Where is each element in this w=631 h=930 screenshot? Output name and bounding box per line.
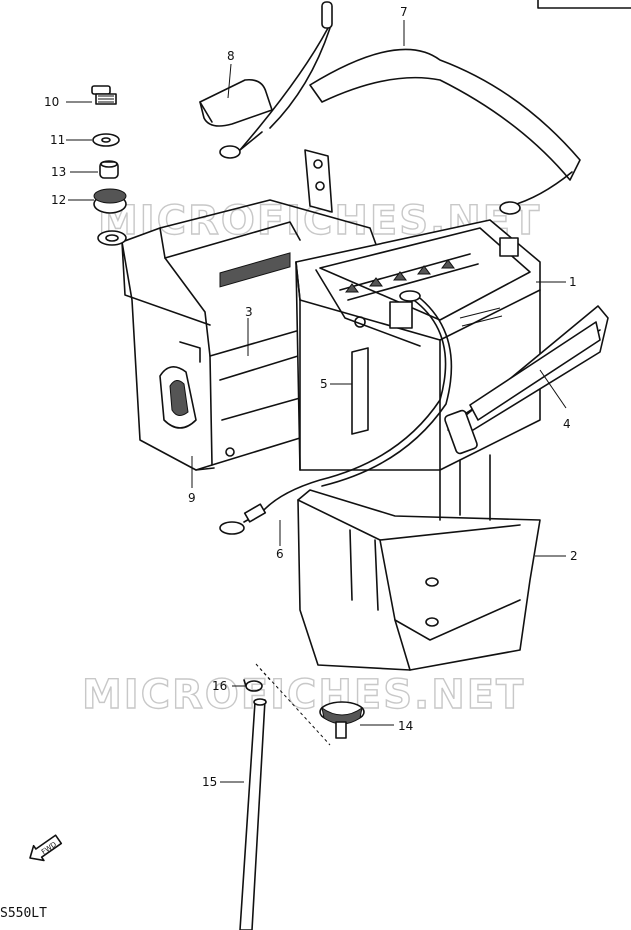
leader-lines — [66, 20, 567, 783]
callout-15: 15 — [202, 775, 217, 789]
battery — [295, 219, 541, 471]
cushion — [93, 188, 127, 214]
front-arrow-icon: FWD — [29, 834, 63, 862]
watermark-bottom: MICROFICHES.NET — [82, 672, 525, 718]
callout-6: 6 — [276, 547, 284, 561]
callout-5: 5 — [320, 377, 328, 391]
callout-14: 14 — [398, 719, 413, 733]
battery-lead-wire-top — [219, 1, 581, 215]
breather-hose — [239, 698, 267, 930]
damper — [319, 701, 365, 739]
battery-band — [444, 305, 609, 455]
callout-7: 7 — [400, 5, 408, 19]
callout-9: 9 — [188, 491, 196, 505]
collar — [99, 160, 119, 179]
diagram-code: S550LT — [0, 906, 47, 921]
battery-holder-bracket — [97, 149, 379, 471]
callout-2: 2 — [570, 549, 578, 563]
battery-case — [297, 454, 541, 671]
callout-3: 3 — [245, 305, 253, 319]
bolt — [91, 85, 117, 105]
assembly-guide-line — [255, 663, 331, 746]
callout-4: 4 — [563, 417, 571, 431]
callout-1: 1 — [569, 275, 577, 289]
callout-10: 10 — [44, 95, 59, 109]
terminal-cap — [199, 78, 273, 127]
washer — [92, 133, 120, 147]
callout-16: 16 — [212, 679, 227, 693]
callout-8: 8 — [227, 49, 235, 63]
frame-corner — [537, 0, 631, 9]
callout-13: 13 — [51, 165, 66, 179]
callout-12: 12 — [51, 193, 66, 207]
callout-11: 11 — [50, 133, 65, 147]
battery-lead-wire-bottom — [219, 290, 453, 535]
